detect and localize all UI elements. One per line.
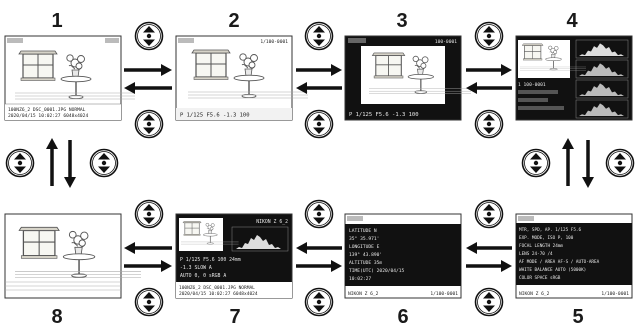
arrow-2-to-1-head — [124, 82, 135, 94]
screen-7-camera: NIKON Z 6_2 — [256, 219, 288, 225]
multi-selector-icon — [607, 150, 634, 177]
screen-6-line-4: 139° 43.890' — [349, 252, 382, 258]
screen-7-line-2: -1.3 SLOW A — [180, 265, 212, 271]
screen-6-line-5: ALTITUDE 35m — [349, 260, 382, 266]
screen-7-file-line: 100NZ6_2 DSC_0001.JPG NORMAL — [179, 285, 255, 291]
screen-5: MTR, SPD, AP. 1/125 F5.6 EXP. MODE, ISO … — [516, 214, 632, 298]
multi-selector-icon — [306, 201, 333, 228]
screen-1-date-line: 2020/04/15 10:02:27 6048x4024 — [8, 113, 88, 119]
screen-8 — [5, 214, 141, 298]
multi-selector-icon — [306, 111, 333, 138]
screen-6-line-7: 10:02:27 — [349, 276, 371, 282]
multi-selector-icon — [476, 23, 503, 50]
screen-1-file-line: 100NZ6_2 DSC_0001.JPG NORMAL — [8, 107, 86, 113]
screen-3: 100-0001 P 1/125 F5.6 -1.3 100 — [345, 36, 471, 120]
arrow-8-to-7-head — [161, 260, 172, 272]
multi-selector-icon — [306, 23, 333, 50]
screen-label-5: 5 — [572, 306, 583, 328]
screen-2: 1/100-0001 P 1/125 F5.6 -1.3 100 — [176, 36, 308, 120]
multi-selector-icon — [306, 289, 333, 316]
screen-1: 100NZ6_2 DSC_0001.JPG NORMAL 2020/04/15 … — [5, 36, 135, 120]
screen-5-footer-right: 1/100-0001 — [601, 291, 629, 297]
arrow-3-to-4-head — [501, 64, 512, 76]
arrow-6-to-7-head — [296, 242, 307, 254]
multi-selector-icon — [136, 289, 163, 316]
multi-selector-icon — [136, 23, 163, 50]
screen-2-counter: 1/100-0001 — [260, 39, 288, 45]
arrow-5-to-6-head — [466, 242, 477, 254]
multi-selector-icon — [476, 111, 503, 138]
screen-6-footer-left: NIKON Z 6_2 — [348, 291, 379, 297]
screen-5-footer-left: NIKON Z 6_2 — [519, 291, 550, 297]
screen-6-footer-right: 1/100-0001 — [430, 291, 458, 297]
multi-selector-icon — [136, 201, 163, 228]
screen-5-line-7: COLOR SPACE sRGB — [519, 275, 561, 281]
screen-5-line-5: AF MODE / AREA AF-S / AUTO-AREA — [519, 259, 600, 265]
arrows — [46, 64, 594, 272]
screen-5-line-4: LENS 24-70 /4 — [519, 251, 553, 257]
arrow-7-to-6-head — [331, 260, 342, 272]
arrow-2-to-3-head — [331, 64, 342, 76]
multi-selector-icon — [523, 150, 550, 177]
screen-6-line-6: TIME(UTC) 2020/04/15 — [349, 268, 405, 274]
screen-5-line-6: WHITE BALANCE AUTO (5000K) — [519, 267, 586, 273]
screen-label-2: 2 — [228, 10, 239, 32]
screen-4: 1 100-0001 — [516, 36, 632, 120]
screen-5-line-1: MTR, SPD, AP. 1/125 F5.6 — [519, 227, 581, 233]
screen-7: NIKON Z 6_2 P 1/125 F5.6 100 24mm -1.3 S… — [176, 214, 292, 298]
multi-selector-icon — [476, 289, 503, 316]
screen-label-8: 8 — [51, 306, 62, 328]
screen-7-line-1: P 1/125 F5.6 100 24mm — [180, 257, 241, 263]
screen-7-date-line: 2020/04/15 10:02:27 6048x4024 — [179, 291, 258, 297]
screen-label-7: 7 — [229, 306, 240, 328]
multi-selector-icon — [7, 150, 34, 177]
arrow-5-to-4-head — [562, 138, 574, 149]
screen-7-line-3: AUTO 0, 0 sRGB A — [180, 273, 226, 279]
screen-3-shooting-line: P 1/125 F5.6 -1.3 100 — [349, 112, 419, 118]
screen-label-4: 4 — [566, 10, 578, 32]
arrow-4-to-3-head — [466, 82, 477, 94]
arrow-6-to-5-head — [501, 260, 512, 272]
arrow-1-to-8-head — [64, 177, 76, 188]
screen-label-1: 1 — [51, 10, 62, 32]
screen-6-line-3: LONGITUDE E — [349, 244, 380, 250]
screen-2-shooting-line: P 1/125 F5.6 -1.3 100 — [180, 113, 250, 119]
screen-6-line-2: 35° 35.971' — [349, 236, 379, 242]
arrow-7-to-8-head — [124, 242, 135, 254]
screen-6-line-1: LATITUDE N — [349, 228, 377, 234]
screen-5-line-2: EXP. MODE, ISO P, 100 — [519, 235, 574, 241]
screen-label-6: 6 — [397, 306, 408, 328]
screen-3-counter: 100-0001 — [435, 39, 457, 45]
screen-5-line-3: FOCAL LENGTH 24mm — [519, 243, 563, 249]
screen-4-counter: 1 100-0001 — [518, 82, 546, 88]
arrow-4-to-5-head — [582, 177, 594, 188]
screen-label-3: 3 — [396, 10, 407, 32]
screen-6: LATITUDE N 35° 35.971' LONGITUDE E 139° … — [345, 214, 461, 298]
multi-selector-icon — [91, 150, 118, 177]
arrow-8-to-1-head — [46, 138, 58, 149]
arrow-1-to-2-head — [161, 64, 172, 76]
multi-selector-icon — [476, 201, 503, 228]
multi-selector-icon — [136, 111, 163, 138]
